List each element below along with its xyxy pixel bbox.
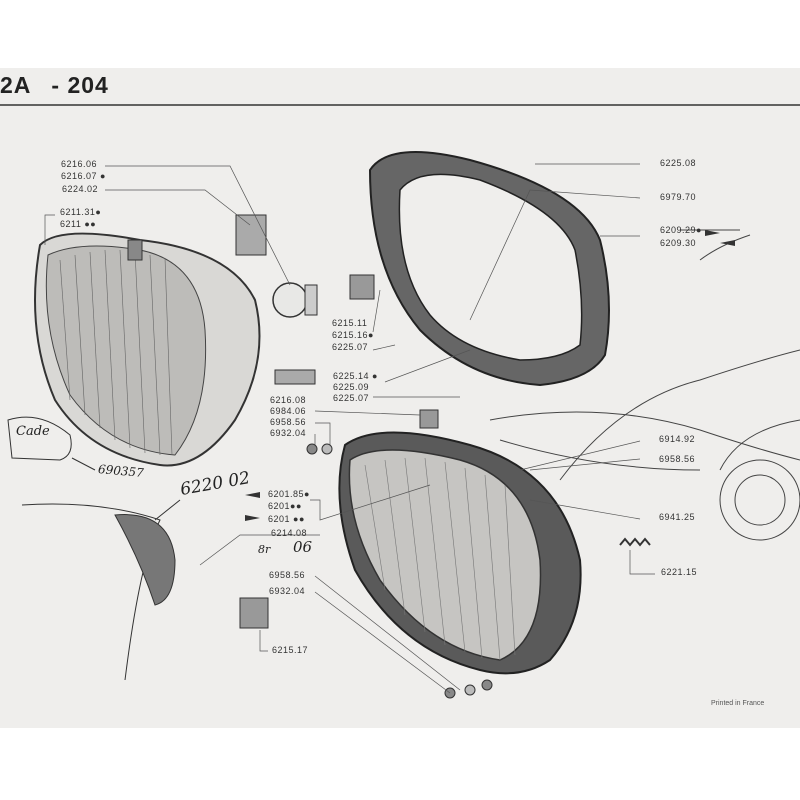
handwritten-note: 8r (258, 543, 271, 556)
right-headlamp-drawing (338, 431, 582, 699)
handwritten-note: 06 (293, 538, 313, 556)
part-label: 6201.85● (268, 489, 310, 499)
arrow-right-icon (720, 240, 735, 246)
part-label: 6216.08 (270, 395, 307, 405)
left-headlamp-drawing (34, 232, 261, 467)
headlamp-surround-frame-drawing (368, 151, 610, 387)
part-label: 6216.06 (61, 159, 98, 169)
part-label: 6225.09 (333, 382, 370, 392)
handwritten-sketch (7, 416, 181, 681)
part-label: 6211 ●● (60, 219, 97, 229)
part-label: 6201●● (268, 501, 302, 511)
part-label: 6209.30 (660, 238, 697, 248)
part-label: 6216.07 ● (61, 171, 106, 181)
part-label: 6941.25 (659, 512, 696, 522)
part-label: 6201 ●● (268, 514, 305, 524)
connector-drawing (239, 597, 269, 629)
part-label: 6214.08 (271, 528, 308, 538)
page-title: 2A - 204 (0, 72, 129, 99)
part-label: 6225.08 (660, 158, 697, 168)
part-label: 6932.04 (270, 428, 307, 438)
model-number: - 204 (51, 72, 109, 98)
printed-in-france: Printed in France (711, 700, 765, 707)
part-label: 6224.02 (62, 184, 99, 194)
part-label: 6221.15 (661, 567, 698, 577)
part-label: 6958.56 (269, 570, 306, 580)
leader-lines (44, 163, 655, 694)
part-label: 6914.92 (659, 434, 696, 444)
arrow-left-icon (245, 492, 260, 498)
part-label: 6225.07 (332, 342, 369, 352)
part-label: 6209.29● (660, 225, 702, 235)
section-number: 2A (0, 72, 32, 98)
part-label: 6215.17 (272, 645, 309, 655)
part-label: 6215.11 (332, 318, 368, 328)
bulb-holder-drawing (235, 214, 267, 256)
part-label: 6932.04 (269, 586, 306, 596)
arrow-icons (245, 230, 735, 521)
arrow-left-icon (705, 230, 720, 236)
arrow-right-icon (245, 515, 260, 521)
part-label: 6958.56 (659, 454, 696, 464)
part-label: 6984.06 (270, 406, 307, 416)
part-label: 6225.07 (333, 393, 370, 403)
bulb-drawing (272, 282, 308, 318)
part-label: 6215.16● (332, 330, 374, 340)
part-label: 6979.70 (660, 192, 697, 202)
handwritten-note: Cade (16, 424, 50, 439)
part-label: 6225.14 ● (333, 371, 378, 381)
part-label: 6958.56 (270, 417, 307, 427)
part-label: 6211.31● (60, 207, 102, 217)
car-front-outline-drawing (489, 229, 800, 541)
